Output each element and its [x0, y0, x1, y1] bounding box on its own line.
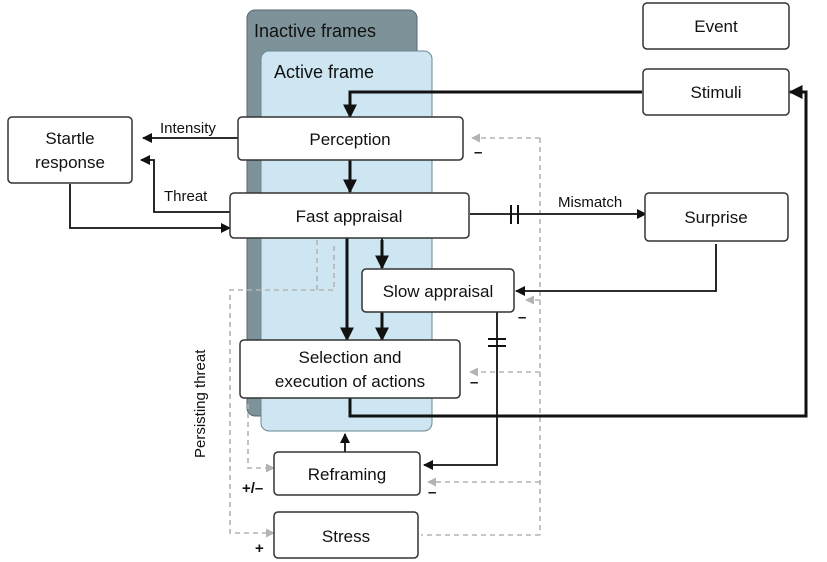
minus-sign-slow-appraisal: –	[518, 309, 526, 326]
node-slow-appraisal: Slow appraisal	[361, 268, 515, 313]
mismatch-label: Mismatch	[558, 194, 622, 211]
threat-label: Threat	[164, 188, 208, 205]
node-startle-response: Startle response	[7, 116, 133, 184]
slow-appraisal-label: Slow appraisal	[383, 282, 494, 301]
node-event: Event	[642, 2, 790, 50]
reframing-label: Reframing	[308, 465, 386, 484]
persisting-threat-label: Persisting threat	[192, 349, 209, 458]
solid-connectors	[69, 133, 717, 470]
event-label: Event	[694, 17, 738, 36]
bold-connectors	[340, 85, 808, 418]
selection-label-line1: Selection and	[298, 348, 401, 367]
node-reframing: Reframing	[273, 451, 421, 496]
node-perception: Perception	[237, 116, 464, 161]
perception-label: Perception	[309, 130, 390, 149]
plus-sign-stress: +	[255, 540, 264, 557]
fast-appraisal-label: Fast appraisal	[296, 207, 403, 226]
break-marks	[488, 205, 519, 347]
intensity-label: Intensity	[160, 120, 216, 137]
plus-minus-sign-reframing: +/–	[242, 480, 263, 497]
node-stress: Stress	[273, 511, 419, 559]
node-selection-execution: Selection and execution of actions	[239, 339, 461, 399]
node-stimuli: Stimuli	[642, 68, 790, 116]
node-surprise: Surprise	[644, 192, 789, 242]
active-frame-label: Active frame	[274, 62, 374, 82]
node-fast-appraisal: Fast appraisal	[229, 192, 470, 239]
selection-label-line2: execution of actions	[275, 372, 425, 391]
stress-label: Stress	[322, 527, 370, 546]
minus-sign-reframing: –	[428, 484, 436, 501]
startle-label-line1: Startle	[45, 129, 94, 148]
surprise-label: Surprise	[684, 208, 747, 227]
inactive-frames-label: Inactive frames	[254, 21, 376, 41]
minus-sign-perception: –	[474, 144, 482, 161]
dashed-feedback-connectors	[229, 133, 541, 538]
minus-sign-selection: –	[470, 374, 478, 391]
stimuli-label: Stimuli	[690, 83, 741, 102]
startle-label-line2: response	[35, 153, 105, 172]
